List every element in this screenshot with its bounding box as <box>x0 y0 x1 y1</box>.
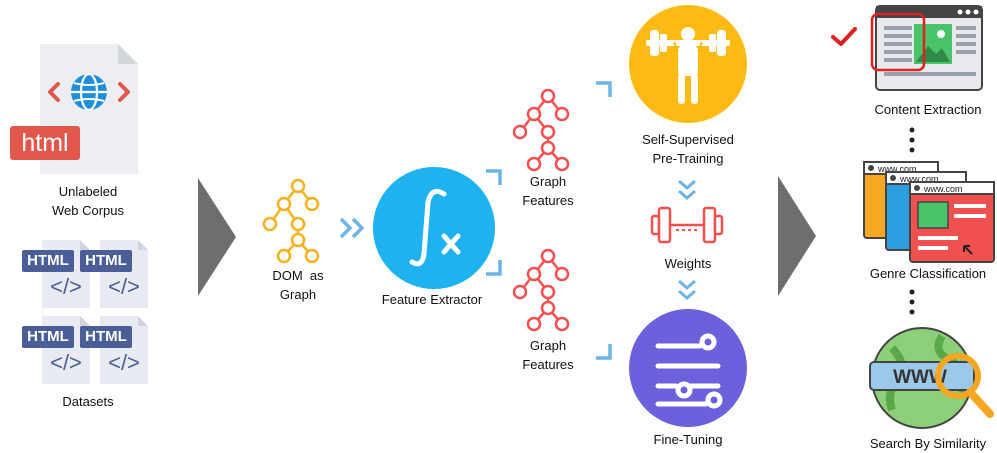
corner-arrow-down-icon <box>484 258 504 283</box>
dataset-file: </> HTML <box>80 314 150 386</box>
code-icon: </> <box>50 350 82 375</box>
code-icon: </> <box>108 350 140 375</box>
graph-features-top-line1: Graph <box>529 174 567 189</box>
content-extraction-label: Content Extraction <box>874 102 982 117</box>
search-by-similarity-icon: WWW <box>862 318 997 437</box>
genre-classification-icon: www.com www.com www.com <box>860 156 997 269</box>
html-badge: html <box>10 126 80 160</box>
dom-graph-label-line1: DOM as <box>272 268 324 283</box>
double-chevron-down-icon <box>676 178 698 207</box>
content-extraction-icon <box>868 2 986 99</box>
corpus-label-line2: Web Corpus <box>51 203 124 218</box>
double-chevron-right-icon <box>338 216 368 245</box>
html-file-tag: HTML <box>80 250 132 272</box>
vertical-ellipsis-icon <box>908 288 916 323</box>
pretraining-label-line1: Self-Supervised <box>642 132 734 147</box>
pretraining-label: Self-Supervised Pre-Training <box>618 130 758 168</box>
graph-features-bottom-icon <box>510 248 580 339</box>
right-angle-icon <box>118 82 130 102</box>
dom-graph-label: DOM as Graph <box>258 266 338 304</box>
datasets-label: Datasets <box>62 394 114 409</box>
html-badge-text: html <box>21 129 69 157</box>
left-angle-icon <box>48 82 60 102</box>
dom-graph-icon <box>260 176 330 271</box>
search-by-similarity-label: Search By Similarity <box>869 436 987 451</box>
dataset-file: </> HTML <box>22 238 92 310</box>
dataset-file: </> HTML <box>80 238 150 310</box>
corner-arrow-up-icon <box>594 80 614 105</box>
www-globe-text: WWW <box>893 367 947 388</box>
code-icon: </> <box>108 274 140 299</box>
genre-window-url: www.com <box>923 184 963 194</box>
pretraining-label-line2: Pre-Training <box>652 151 724 166</box>
big-arrow-icon <box>198 178 238 301</box>
finetuning-label: Fine-Tuning <box>653 432 723 447</box>
html-file-tag: HTML <box>22 250 74 272</box>
graph-features-top-label: Graph Features <box>508 172 588 210</box>
double-chevron-down-icon <box>676 278 698 307</box>
graph-features-top-icon <box>510 88 580 179</box>
dataset-file: </> HTML <box>22 314 92 386</box>
feature-extractor-label: Feature Extractor <box>381 292 483 307</box>
corner-arrow-up-icon <box>484 168 504 193</box>
magnifier-icon <box>935 353 994 418</box>
pretraining-icon <box>628 4 748 129</box>
corpus-label: Unlabeled Web Corpus <box>38 182 138 220</box>
genre-window-url: www.com <box>877 164 917 174</box>
checkmark-icon <box>830 26 858 53</box>
dumbbell-icon <box>648 204 726 251</box>
corner-arrow-down-icon <box>594 342 614 367</box>
weights-label: Weights <box>664 256 712 271</box>
graph-features-bottom-line2: Features <box>522 357 574 372</box>
vertical-ellipsis-icon <box>908 126 916 161</box>
big-arrow-icon <box>778 176 818 301</box>
genre-classification-label: Genre Classification <box>869 266 987 281</box>
html-file-tag: HTML <box>80 326 132 348</box>
globe-icon <box>71 72 107 112</box>
genre-window-url: www.com <box>899 174 939 184</box>
dom-graph-label-line2: Graph <box>279 287 317 302</box>
graph-features-bottom-label: Graph Features <box>508 336 588 374</box>
graph-features-bottom-line1: Graph <box>529 338 567 353</box>
corpus-label-line1: Unlabeled <box>58 184 118 199</box>
graph-features-top-line2: Features <box>522 193 574 208</box>
finetuning-icon <box>628 308 748 433</box>
html-file-tag: HTML <box>22 326 74 348</box>
code-icon: </> <box>50 274 82 299</box>
feature-extractor-icon <box>372 166 496 295</box>
